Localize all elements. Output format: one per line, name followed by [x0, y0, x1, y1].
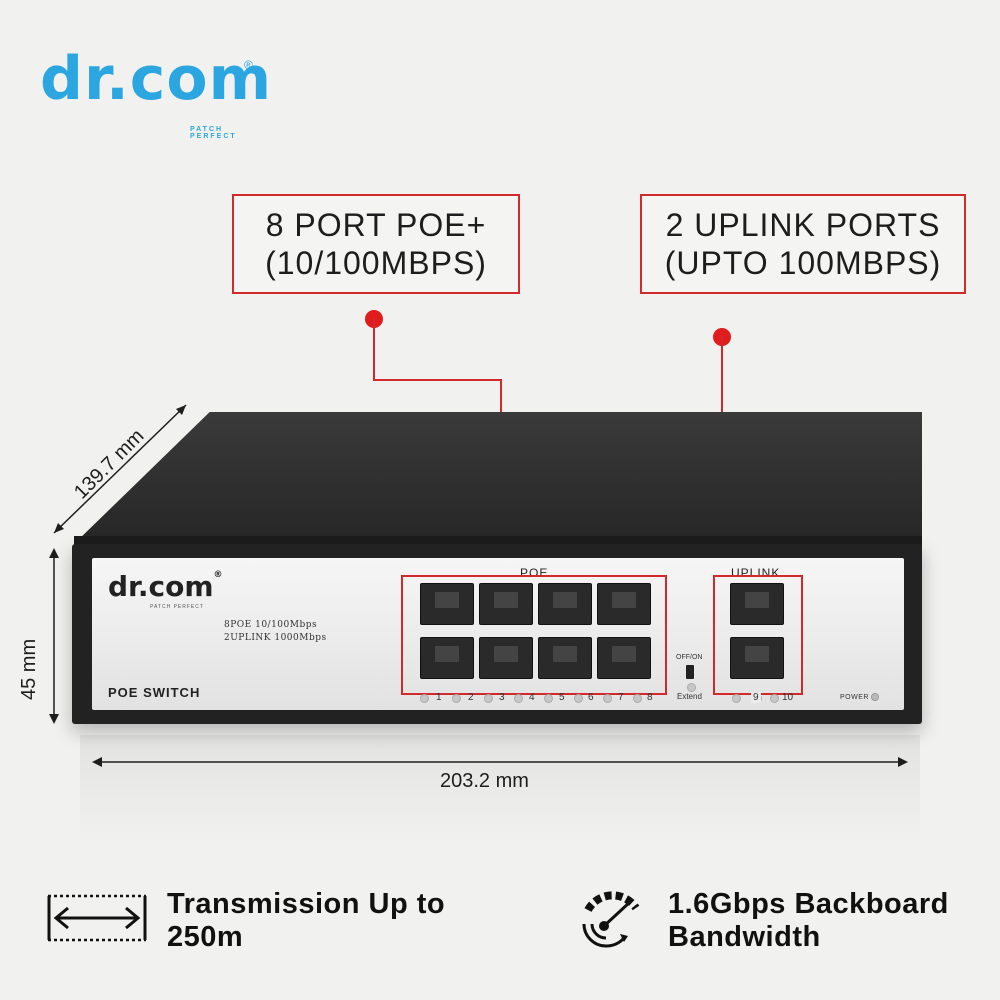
- power-led: [871, 693, 880, 701]
- port-number: 1: [436, 692, 442, 703]
- port-led: [770, 694, 779, 703]
- port-number: 7: [618, 692, 624, 703]
- extend-label: Extend: [677, 692, 702, 701]
- poe-port: [597, 583, 651, 625]
- port-led: [633, 694, 642, 703]
- device-logo-tagline: PATCH PERFECT: [150, 604, 204, 610]
- feature-transmission-line1: Transmission Up to: [167, 888, 446, 920]
- extend-switch[interactable]: [686, 665, 694, 679]
- port-led: [514, 694, 523, 703]
- extend-switch-label: OFF/ON: [676, 654, 703, 661]
- poe-port: [538, 637, 592, 679]
- extend-led: [687, 683, 696, 692]
- dim-depth-arrow: [53, 404, 187, 534]
- dim-height-label: 45 mm: [18, 638, 40, 700]
- feature-bandwidth-line1: 1.6Gbps Backboard: [668, 888, 949, 920]
- port-number: 9: [751, 692, 761, 703]
- poe-port: [479, 637, 533, 679]
- feature-bandwidth-line2: Bandwidth: [668, 921, 821, 953]
- poe-ports-highlight: [401, 575, 667, 695]
- device-logo: dr.com®: [108, 570, 223, 603]
- poe-port: [420, 583, 474, 625]
- port-led: [544, 694, 553, 703]
- feature-transmission-line2: 250m: [167, 921, 244, 953]
- brand-logo: dr.com ® PATCH PERFECT: [40, 44, 273, 140]
- port-led: [574, 694, 583, 703]
- port-number: 3: [499, 692, 505, 703]
- callout-uplink-line1: 2 UPLINK PORTS: [665, 207, 941, 243]
- device-top-panel: [74, 412, 922, 544]
- callout-poe-line1: 8 PORT POE+: [265, 207, 487, 243]
- speed-gauge-icon: [582, 891, 640, 948]
- port-number: 8: [647, 692, 653, 703]
- power-label-text: POWER: [840, 693, 869, 701]
- uplink-port: [730, 583, 784, 625]
- poe-port: [597, 637, 651, 679]
- device-spec-poe: 8POE 10/100Mbps: [224, 620, 318, 630]
- port-number: 10: [782, 692, 794, 703]
- callout-poe-wire: [373, 379, 502, 381]
- feature-bandwidth: 1.6Gbps Backboard Bandwidth: [668, 888, 949, 954]
- brand-registered-mark: ®: [244, 58, 253, 72]
- port-number: 2: [468, 692, 474, 703]
- callout-uplink-ports: 2 UPLINK PORTS (UPTO 100MBPS): [640, 194, 966, 294]
- dim-width-arrow: [92, 757, 908, 767]
- device-registered-mark: ®: [213, 570, 223, 580]
- port-led: [732, 694, 741, 703]
- port-led: [452, 694, 461, 703]
- port-number: 6: [588, 692, 594, 703]
- callout-poe-ports: 8 PORT POE+ (10/100MBPS): [232, 194, 520, 294]
- device-logo-text: dr.com: [108, 570, 214, 603]
- poe-port: [538, 583, 592, 625]
- callout-poe-wire: [373, 318, 375, 380]
- uplink-port: [730, 637, 784, 679]
- poe-port: [420, 637, 474, 679]
- port-led: [484, 694, 493, 703]
- power-label: POWER: [840, 693, 880, 701]
- port-number: 4: [529, 692, 535, 703]
- device-spec-uplink: 2UPLINK 1000Mbps: [224, 633, 327, 643]
- brand-tagline: PATCH PERFECT: [190, 126, 237, 140]
- port-number: 5: [559, 692, 565, 703]
- distance-arrow-icon: [47, 894, 147, 942]
- device-reflection: [80, 735, 920, 845]
- device-model-name: POE SWITCH: [108, 685, 201, 700]
- feature-transmission: Transmission Up to 250m: [167, 888, 445, 954]
- dim-width-label: 203.2 mm: [440, 770, 529, 792]
- callout-poe-line2: (10/100MBPS): [265, 245, 487, 281]
- port-led: [420, 694, 429, 703]
- uplink-ports-highlight: [713, 575, 803, 695]
- brand-logo-text: dr.com: [40, 44, 273, 114]
- poe-port: [479, 583, 533, 625]
- port-led: [603, 694, 612, 703]
- dim-height-arrow: [49, 548, 59, 724]
- callout-uplink-line2: (UPTO 100MBPS): [664, 245, 942, 281]
